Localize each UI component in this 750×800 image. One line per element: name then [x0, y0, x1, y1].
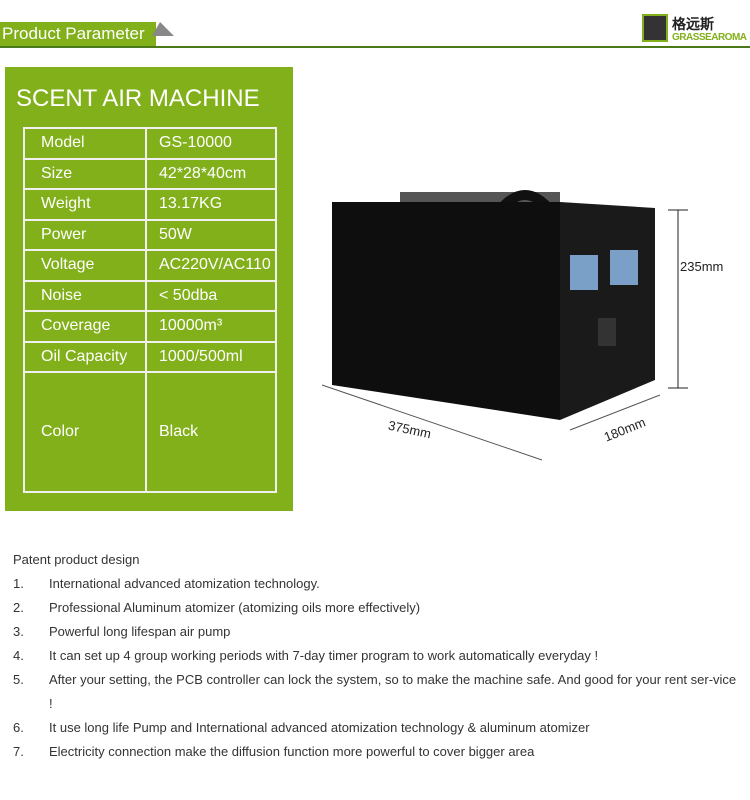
- spec-value: Black: [145, 371, 277, 493]
- logo-icon: [642, 14, 668, 42]
- feature-text: Professional Aluminum atomizer (atomizin…: [49, 600, 421, 615]
- feature-number: 6.: [13, 720, 24, 735]
- feature-item: 4. It can set up 4 group working periods …: [13, 644, 743, 668]
- spec-value: GS-10000: [145, 127, 277, 160]
- feature-text: It can set up 4 group working periods wi…: [49, 648, 599, 663]
- feature-text: It use long life Pump and International …: [49, 720, 590, 735]
- feature-list: Patent product design 1. International ad…: [13, 548, 743, 764]
- feature-number: 1.: [13, 576, 24, 591]
- feature-text: International advanced atomization techn…: [49, 576, 320, 591]
- spec-value: 10000m³: [145, 310, 277, 343]
- spec-key: Size: [23, 157, 147, 190]
- spec-key: Color: [23, 371, 147, 493]
- feature-item: 6. It use long life Pump and Internationa…: [13, 716, 743, 740]
- section-header: Product Parameter: [0, 22, 156, 46]
- power-socket: [598, 318, 616, 346]
- spec-value: < 50dba: [145, 279, 277, 312]
- spec-key: Model: [23, 127, 147, 160]
- logo-cn: 格远斯: [672, 16, 714, 32]
- spec-value: AC220V/AC110: [145, 249, 277, 282]
- spec-value: 42*28*40cm: [145, 157, 277, 190]
- feature-text: Electricity connection make the diffusio…: [49, 744, 535, 759]
- brand-logo: 格远斯 GRASSEAROMA: [642, 14, 748, 44]
- feature-item: 1. International advanced atomization tec…: [13, 572, 743, 596]
- length-line: [321, 384, 543, 461]
- machine-side: [560, 202, 655, 420]
- spec-value: 1000/500ml: [145, 340, 277, 373]
- product-image: [321, 190, 688, 461]
- feature-number: 2.: [13, 600, 24, 615]
- height-label: 235mm: [680, 259, 724, 274]
- spec-key: Power: [23, 218, 147, 251]
- feature-item: 3. Powerful long lifespan air pump: [13, 620, 743, 644]
- feature-text: After your setting, the PCB controller c…: [49, 672, 737, 711]
- spec-value: 13.17KG: [145, 188, 277, 221]
- header-decoration: [151, 22, 183, 36]
- spec-value: 50W: [145, 218, 277, 251]
- header-divider: [0, 46, 750, 48]
- feature-number: 4.: [13, 648, 24, 663]
- spec-key: Voltage: [23, 249, 147, 282]
- feature-item: 5. After your setting, the PCB controller…: [13, 668, 743, 716]
- feature-number: 3.: [13, 624, 24, 639]
- feature-number: 7.: [13, 744, 24, 759]
- feature-text: Powerful long lifespan air pump: [49, 624, 231, 639]
- spec-row: Noise< 50dba: [23, 279, 277, 312]
- spec-key: Weight: [23, 188, 147, 221]
- feature-intro: Patent product design: [13, 552, 140, 567]
- feature-number: 5.: [13, 672, 24, 687]
- feature-item: 2. Professional Aluminum atomizer (atomiz…: [13, 596, 743, 620]
- display-right: [610, 250, 638, 285]
- feature-item: 7. Electricity connection make the diffus…: [13, 740, 743, 764]
- depth-line: [569, 394, 661, 431]
- machine-front: [332, 202, 560, 420]
- display-left: [570, 255, 598, 290]
- spec-key: Noise: [23, 279, 147, 312]
- panel-title: SCENT AIR MACHINE: [16, 85, 260, 112]
- logo-en: GRASSEAROMA: [672, 32, 747, 43]
- spec-key: Coverage: [23, 310, 147, 343]
- spec-key: Oil Capacity: [23, 340, 147, 373]
